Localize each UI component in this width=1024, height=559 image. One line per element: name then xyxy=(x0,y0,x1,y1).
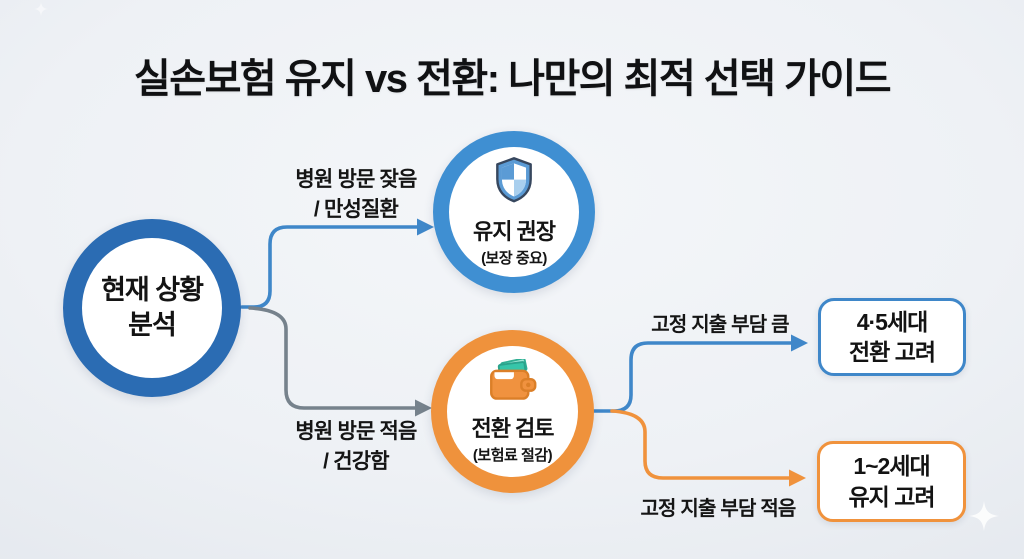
node-maintain-recommended: 유지 권장 (보장 중요) xyxy=(433,131,595,293)
node-current-situation-line1: 현재 상황 xyxy=(101,274,204,305)
sparkle-icon xyxy=(34,2,48,16)
edge-convert-to-gen12 xyxy=(610,409,792,480)
result-box-gen45-convert: 4·5세대 전환 고려 xyxy=(818,298,966,376)
arrowhead-to-convert xyxy=(415,399,432,417)
result-box-gen12-maintain: 1~2세대 유지 고려 xyxy=(817,441,966,522)
edge-label-high-fixed-cost: 고정 지출 부담 큼 xyxy=(651,314,789,336)
edge-label-frequent-hospital: 병원 방문 잦음 / 만성질환 xyxy=(262,165,450,226)
page-title: 실손보험 유지 vs 전환: 나만의 최적 선택 가이드 xyxy=(133,57,892,101)
wallet-icon xyxy=(488,357,538,408)
result-box-gen45-line2: 전환 고려 xyxy=(848,339,936,365)
result-box-gen45-line1: 4·5세대 xyxy=(856,308,929,335)
node-convert-review: 전환 검토 (보험료 절감) xyxy=(431,330,594,493)
edge-label-rare-hospital: 병원 방문 적음 / 건강함 xyxy=(262,417,450,478)
node-convert-subtitle: (보험료 절감) xyxy=(472,446,553,464)
arrowhead-to-gen45 xyxy=(791,334,808,352)
edge-convert-to-gen45 xyxy=(592,341,794,413)
edge-label-frequent-hospital-line2: / 만성질환 xyxy=(313,198,399,222)
edge-label-low-fixed-cost: 고정 지출 부담 적음 xyxy=(640,498,796,520)
sparkle-icon xyxy=(969,501,999,531)
result-box-gen12-line2: 유지 고려 xyxy=(848,483,935,510)
shield-check-icon xyxy=(491,156,537,211)
edge-root-to-convert xyxy=(248,306,418,410)
arrowhead-to-maintain xyxy=(417,218,434,236)
edge-label-rare-hospital-line2: / 건강함 xyxy=(323,450,389,474)
edge-label-rare-hospital-line1: 병원 방문 적음 xyxy=(295,420,417,443)
result-box-gen12-line1: 1~2세대 xyxy=(853,453,930,480)
edge-label-frequent-hospital-line1: 병원 방문 잦음 xyxy=(295,168,417,191)
node-maintain-title: 유지 권장 xyxy=(472,219,556,244)
node-current-situation-line2: 분석 xyxy=(128,310,177,340)
node-current-situation: 현재 상황 분석 xyxy=(63,219,241,397)
node-maintain-subtitle: (보장 중요) xyxy=(481,250,547,267)
arrowhead-to-gen12 xyxy=(789,469,806,487)
node-convert-title: 전환 검토 xyxy=(471,415,554,441)
edge-root-to-maintain xyxy=(240,225,420,309)
